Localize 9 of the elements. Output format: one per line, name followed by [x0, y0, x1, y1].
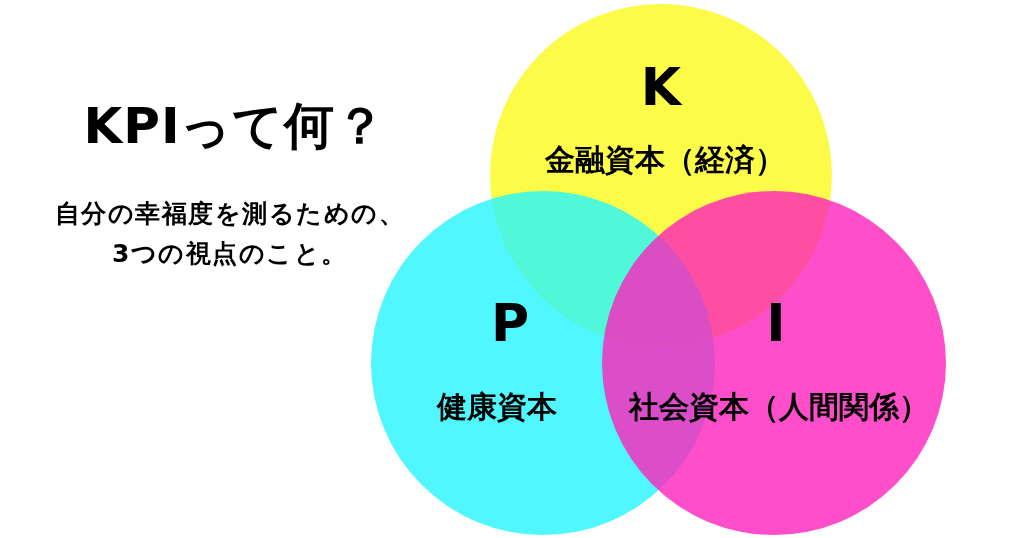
- venn-circle: [602, 191, 946, 535]
- circle-label: 社会資本（人間関係）: [629, 389, 929, 425]
- title: KPIって何？: [83, 98, 387, 156]
- circle-label: 健康資本: [437, 389, 557, 425]
- circle-label: 金融資本（経済）: [545, 142, 785, 178]
- circle-letter: P: [490, 294, 530, 354]
- circle-letter: I: [766, 294, 786, 354]
- circle-letter: K: [640, 58, 682, 118]
- description-text: 自分の幸福度を測るための、3つの視点のこと。: [53, 198, 407, 270]
